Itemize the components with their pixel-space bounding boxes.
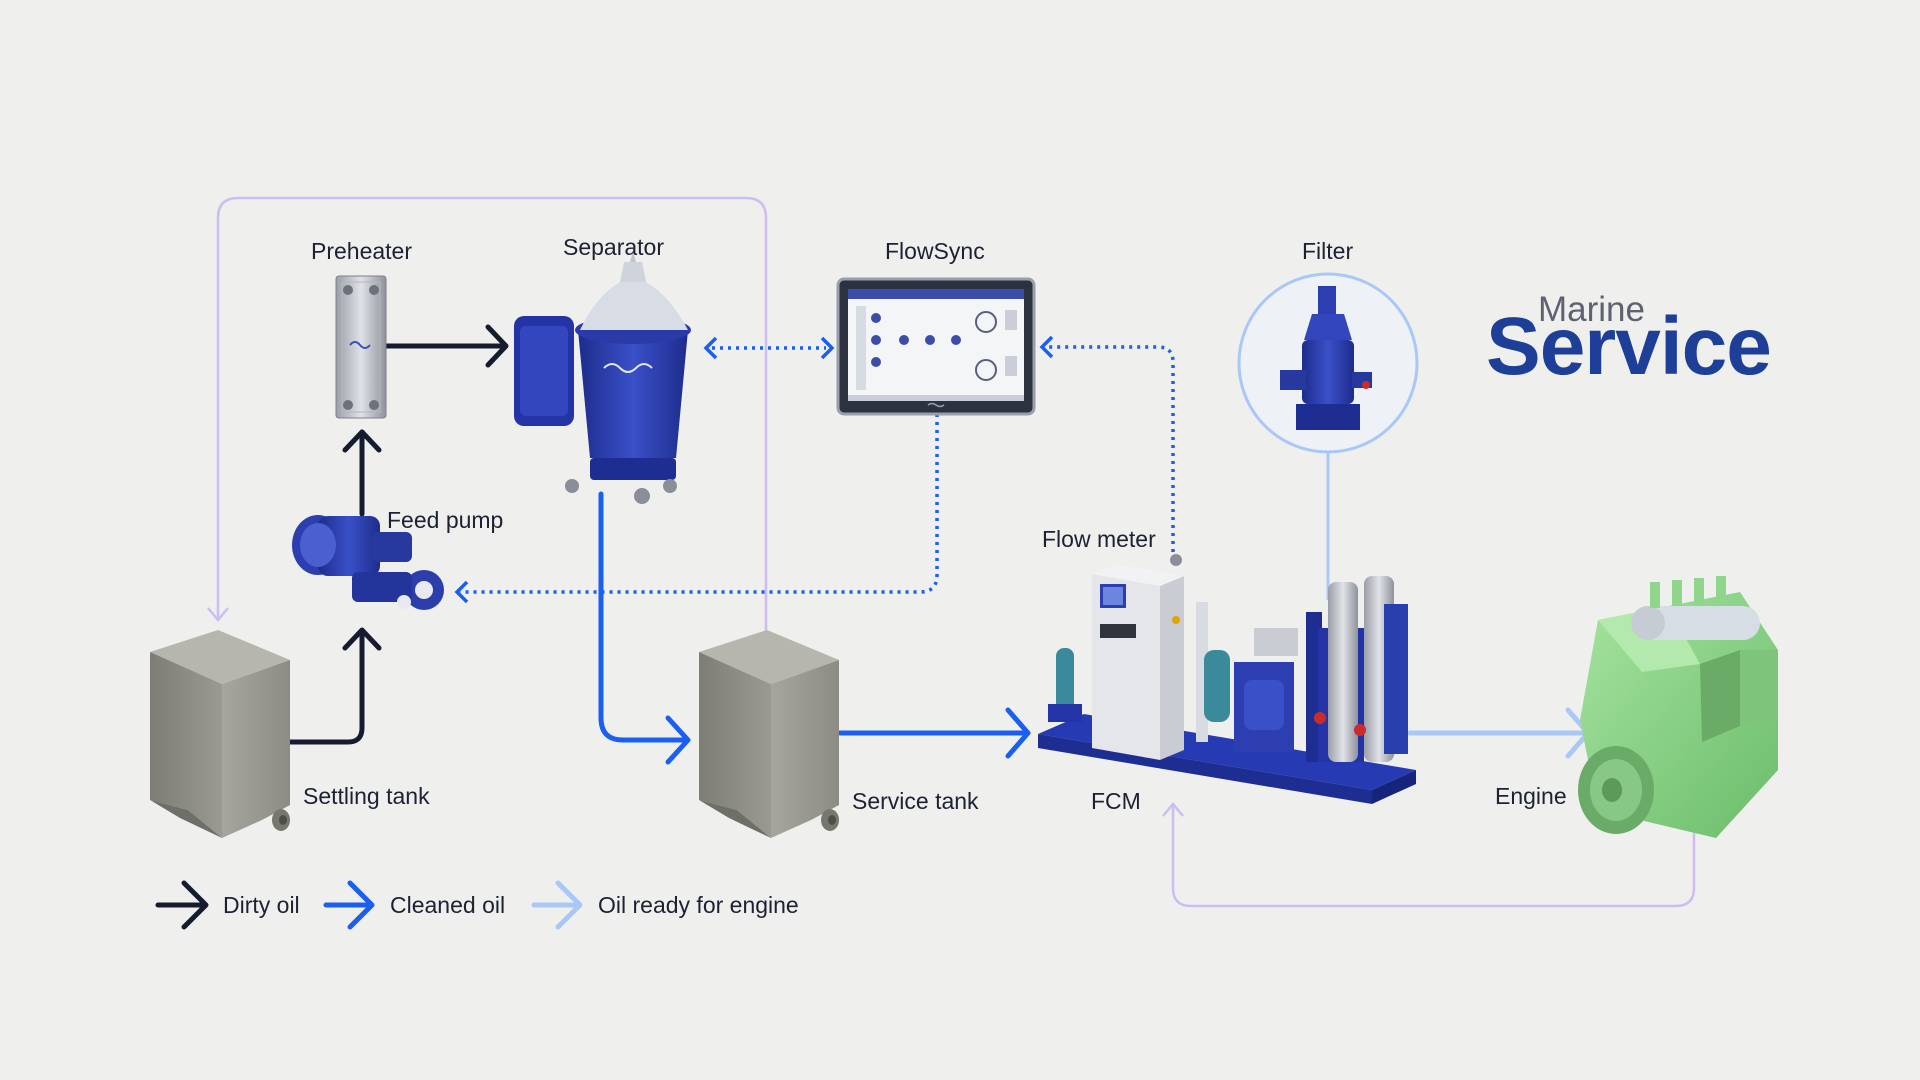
engine-label: Engine <box>1495 783 1567 809</box>
filter-label: Filter <box>1302 238 1354 264</box>
return-line-service-to-settling <box>216 196 768 632</box>
cleaned-arrowhead-service <box>665 715 691 765</box>
arrowhead-to-separator <box>703 336 718 360</box>
brand-service-text: Service <box>1486 301 1772 392</box>
flow-meter-label: Flow meter <box>1042 526 1156 552</box>
arrowhead-to-feed-pump <box>454 580 469 604</box>
cleaned-oil-lines <box>598 491 1031 765</box>
return-lines <box>207 196 1696 908</box>
control-lines <box>460 345 1175 594</box>
separator-label: Separator <box>563 234 665 260</box>
legend-dirty-oil-label: Dirty oil <box>223 892 300 918</box>
control-line-flowsync-feedpump <box>460 414 939 594</box>
brand-marine-text: Marine <box>1538 290 1645 329</box>
settling-tank-illustration <box>150 630 290 838</box>
legend-ready-oil-arrow <box>531 880 583 930</box>
filter-illustration <box>1237 272 1419 454</box>
feed-pump-label: Feed pump <box>387 507 504 533</box>
dirty-line-settling-to-pump <box>287 629 365 745</box>
dirty-arrowhead-separator <box>485 324 509 368</box>
cleaned-line-separator-to-service <box>598 491 687 743</box>
service-tank-label: Service tank <box>852 788 979 814</box>
flowsync-label: FlowSync <box>885 238 985 264</box>
feed-pump-illustration <box>292 515 444 610</box>
settling-tank-label: Settling tank <box>303 783 430 809</box>
preheater-illustration <box>335 275 387 419</box>
dirty-arrowhead-preheater <box>342 429 382 453</box>
arrowhead-to-flowsync-right <box>1039 335 1054 359</box>
legend-cleaned-oil-arrow <box>323 880 375 930</box>
ready-oil-lines <box>1407 707 1591 759</box>
fcm-module-illustration <box>1038 554 1416 804</box>
engine-illustration <box>1578 576 1778 838</box>
control-arrowheads <box>454 335 1054 604</box>
return-line-engine-to-fcm <box>1171 806 1696 908</box>
legend-cleaned-oil-label: Cleaned oil <box>390 892 506 918</box>
legend-dirty-oil-arrow <box>155 880 209 930</box>
cleaned-arrowhead-fcm <box>1005 707 1031 759</box>
arrowhead-to-flowsync-left <box>820 336 835 360</box>
service-tank-illustration <box>699 630 839 838</box>
return-line-fcm-arrowhead <box>1162 802 1184 817</box>
dirty-oil-lines <box>287 324 509 745</box>
legend-ready-oil-label: Oil ready for engine <box>598 892 799 918</box>
control-line-flowmeter-flowsync <box>1046 345 1175 560</box>
preheater-label: Preheater <box>311 238 413 264</box>
dirty-arrowhead-pump <box>342 627 382 651</box>
flowsync-panel-illustration <box>836 277 1036 416</box>
return-line-settling-arrowhead <box>207 607 229 622</box>
fcm-label: FCM <box>1091 788 1141 814</box>
separator-illustration <box>514 252 691 504</box>
